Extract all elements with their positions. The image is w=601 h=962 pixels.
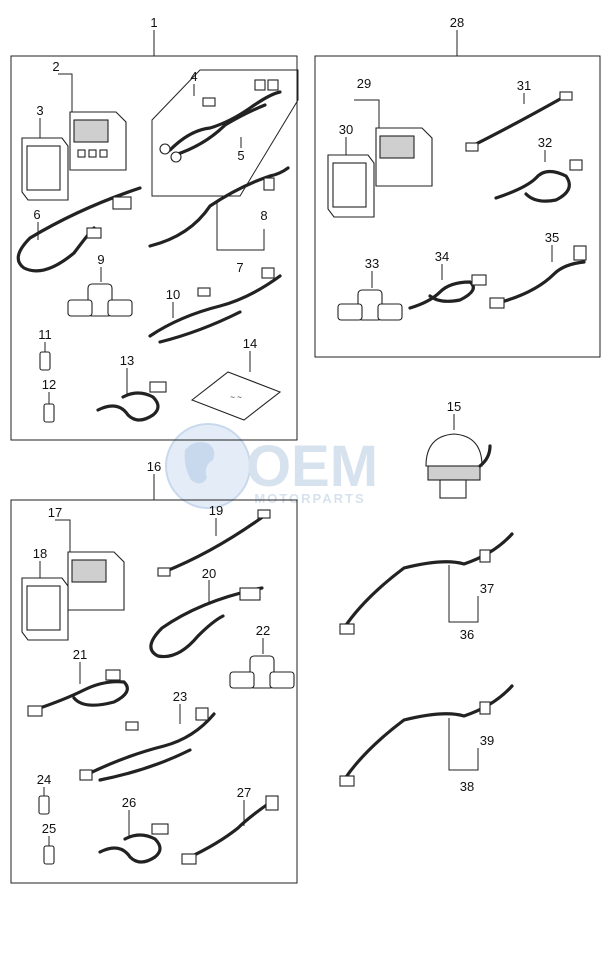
parts-drawings: ~ ~ [16, 69, 587, 865]
tee-connector-22 [229, 655, 295, 689]
cable-34 [408, 274, 487, 310]
callout-38: 38 [460, 779, 474, 794]
tee-connector-33 [337, 289, 403, 321]
callout-34: 34 [435, 249, 449, 264]
callout-4: 4 [190, 69, 197, 84]
display-cover-18 [21, 577, 69, 641]
terminator-25 [43, 845, 55, 865]
callout-29: 29 [357, 76, 371, 91]
watermark-brand: OEM [246, 434, 378, 499]
sensor-15 [425, 433, 492, 499]
display-cover-30 [327, 154, 375, 218]
harness-4 [151, 69, 299, 197]
callout-24: 24 [37, 772, 51, 787]
callout-32: 32 [538, 135, 552, 150]
terminator-24 [38, 795, 50, 815]
callout-8: 8 [260, 208, 267, 223]
callout-25: 25 [42, 821, 56, 836]
cable-35 [489, 245, 587, 309]
display-cover-3 [21, 137, 69, 201]
callout-31: 31 [517, 78, 531, 93]
terminator-12 [43, 403, 55, 423]
watermark-sub: MOTORPARTS [254, 491, 365, 506]
display-unit-29 [375, 127, 433, 187]
svg-text:~ ~: ~ ~ [230, 393, 242, 402]
callout-13: 13 [120, 353, 134, 368]
callout-18: 18 [33, 546, 47, 561]
callout-22: 22 [256, 623, 270, 638]
callout-numbers: 1 2 3 4 5 6 7 8 9 10 11 12 13 14 15 16 1… [33, 15, 559, 836]
callout-12: 12 [42, 377, 56, 392]
callout-37: 37 [480, 581, 494, 596]
tee-connector-9 [67, 283, 133, 317]
callout-11: 11 [38, 327, 52, 342]
callout-35: 35 [545, 230, 559, 245]
harness-10 [148, 267, 282, 344]
callout-7: 7 [236, 260, 243, 275]
harness-23 [79, 707, 216, 782]
cable-6 [16, 186, 142, 273]
callout-36: 36 [460, 627, 474, 642]
callout-3: 3 [36, 103, 43, 118]
callout-28: 28 [450, 15, 464, 30]
callout-9: 9 [97, 252, 104, 267]
callout-16: 16 [147, 459, 161, 474]
callout-2: 2 [52, 59, 59, 74]
cable-26 [98, 823, 169, 864]
parts-bag-14: ~ ~ [190, 371, 282, 421]
callout-10: 10 [166, 287, 180, 302]
callout-39: 39 [480, 733, 494, 748]
callout-17: 17 [48, 505, 62, 520]
display-unit-2 [69, 111, 127, 171]
callout-14: 14 [243, 336, 257, 351]
callout-15: 15 [447, 399, 461, 414]
callout-26: 26 [122, 795, 136, 810]
watermark: OEM MOTORPARTS [165, 423, 378, 509]
cable-27 [181, 795, 279, 865]
callout-6: 6 [33, 207, 40, 222]
cable-21 [27, 669, 129, 717]
cable-19 [157, 509, 271, 577]
cable-31 [465, 91, 573, 152]
callout-21: 21 [73, 647, 87, 662]
callout-23: 23 [173, 689, 187, 704]
leader-lines [37, 30, 553, 846]
callout-5: 5 [237, 148, 244, 163]
callout-1: 1 [150, 15, 157, 30]
callout-20: 20 [202, 566, 216, 581]
cable-13 [96, 381, 167, 422]
callout-27: 27 [237, 785, 251, 800]
cable-20 [149, 586, 264, 659]
display-unit-17 [67, 551, 125, 611]
callout-19: 19 [209, 503, 223, 518]
cable-38 [339, 684, 514, 787]
cable-7 [148, 166, 290, 248]
cable-32 [494, 159, 583, 203]
callout-30: 30 [339, 122, 353, 137]
terminator-11 [39, 351, 51, 371]
cable-36 [339, 532, 514, 635]
callout-33: 33 [365, 256, 379, 271]
